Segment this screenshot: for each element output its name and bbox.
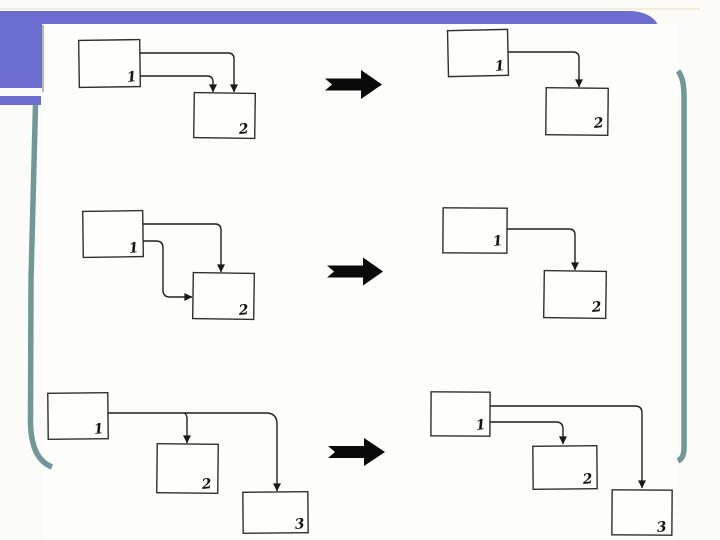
connector-line	[508, 51, 583, 88]
flow-box	[542, 269, 608, 320]
connector-line	[140, 52, 238, 93]
flow-box	[442, 207, 508, 254]
diagram-row2-after: 1 2	[442, 207, 608, 320]
frame-topline	[0, 8, 700, 10]
diagram-row1-after: 1 2	[446, 28, 609, 137]
connector-line	[108, 412, 281, 492]
transform-arrow-icon	[327, 257, 383, 286]
flow-box-label: 2	[200, 476, 213, 493]
flow-box-label: 1	[126, 69, 137, 86]
flow-box	[156, 442, 219, 495]
connector-line	[143, 240, 193, 301]
transform-arrow-icon	[328, 438, 385, 466]
corner-strip	[0, 96, 41, 105]
flow-box	[545, 86, 609, 137]
flow-box-label: 3	[656, 519, 668, 536]
diagram-row1-before: 1 2	[77, 38, 257, 140]
flow-box	[430, 391, 491, 437]
flow-box	[77, 38, 142, 89]
diagram-row3-before: 1 2 3	[47, 391, 309, 534]
flow-box-label: 2	[237, 121, 250, 138]
flow-box-label: 2	[592, 115, 605, 132]
flow-box-label: 1	[128, 240, 139, 257]
corner-block	[0, 11, 42, 88]
diagram-row2-before: 1 2	[81, 209, 256, 321]
flow-box-label: 2	[590, 299, 603, 316]
flow-box-label: 2	[581, 471, 594, 488]
flow-box	[446, 28, 510, 78]
connector-line	[490, 405, 646, 489]
flow-box	[242, 491, 309, 534]
flow-box	[611, 489, 673, 536]
connector-line	[143, 223, 225, 273]
transform-arrow-icon	[325, 70, 382, 99]
flow-box-label: 1	[93, 421, 104, 438]
flow-box-label: 3	[294, 516, 306, 533]
border-arc-left	[27, 104, 54, 470]
connector-line	[140, 75, 217, 93]
flow-box	[191, 271, 256, 321]
connector-line	[183, 412, 191, 444]
flow-box-label: 2	[237, 302, 250, 319]
connector-line	[490, 421, 567, 445]
connector-line	[507, 228, 579, 271]
flow-box-label: 1	[492, 233, 503, 250]
flow-box-label: 1	[475, 417, 486, 434]
diagram-row3-after: 1 2 3	[430, 391, 673, 536]
flow-box	[532, 445, 598, 490]
flow-box	[192, 91, 257, 140]
flow-box	[47, 391, 109, 441]
flow-box	[81, 209, 145, 259]
border-arc-right	[675, 69, 687, 464]
flow-box-label: 1	[494, 58, 505, 75]
